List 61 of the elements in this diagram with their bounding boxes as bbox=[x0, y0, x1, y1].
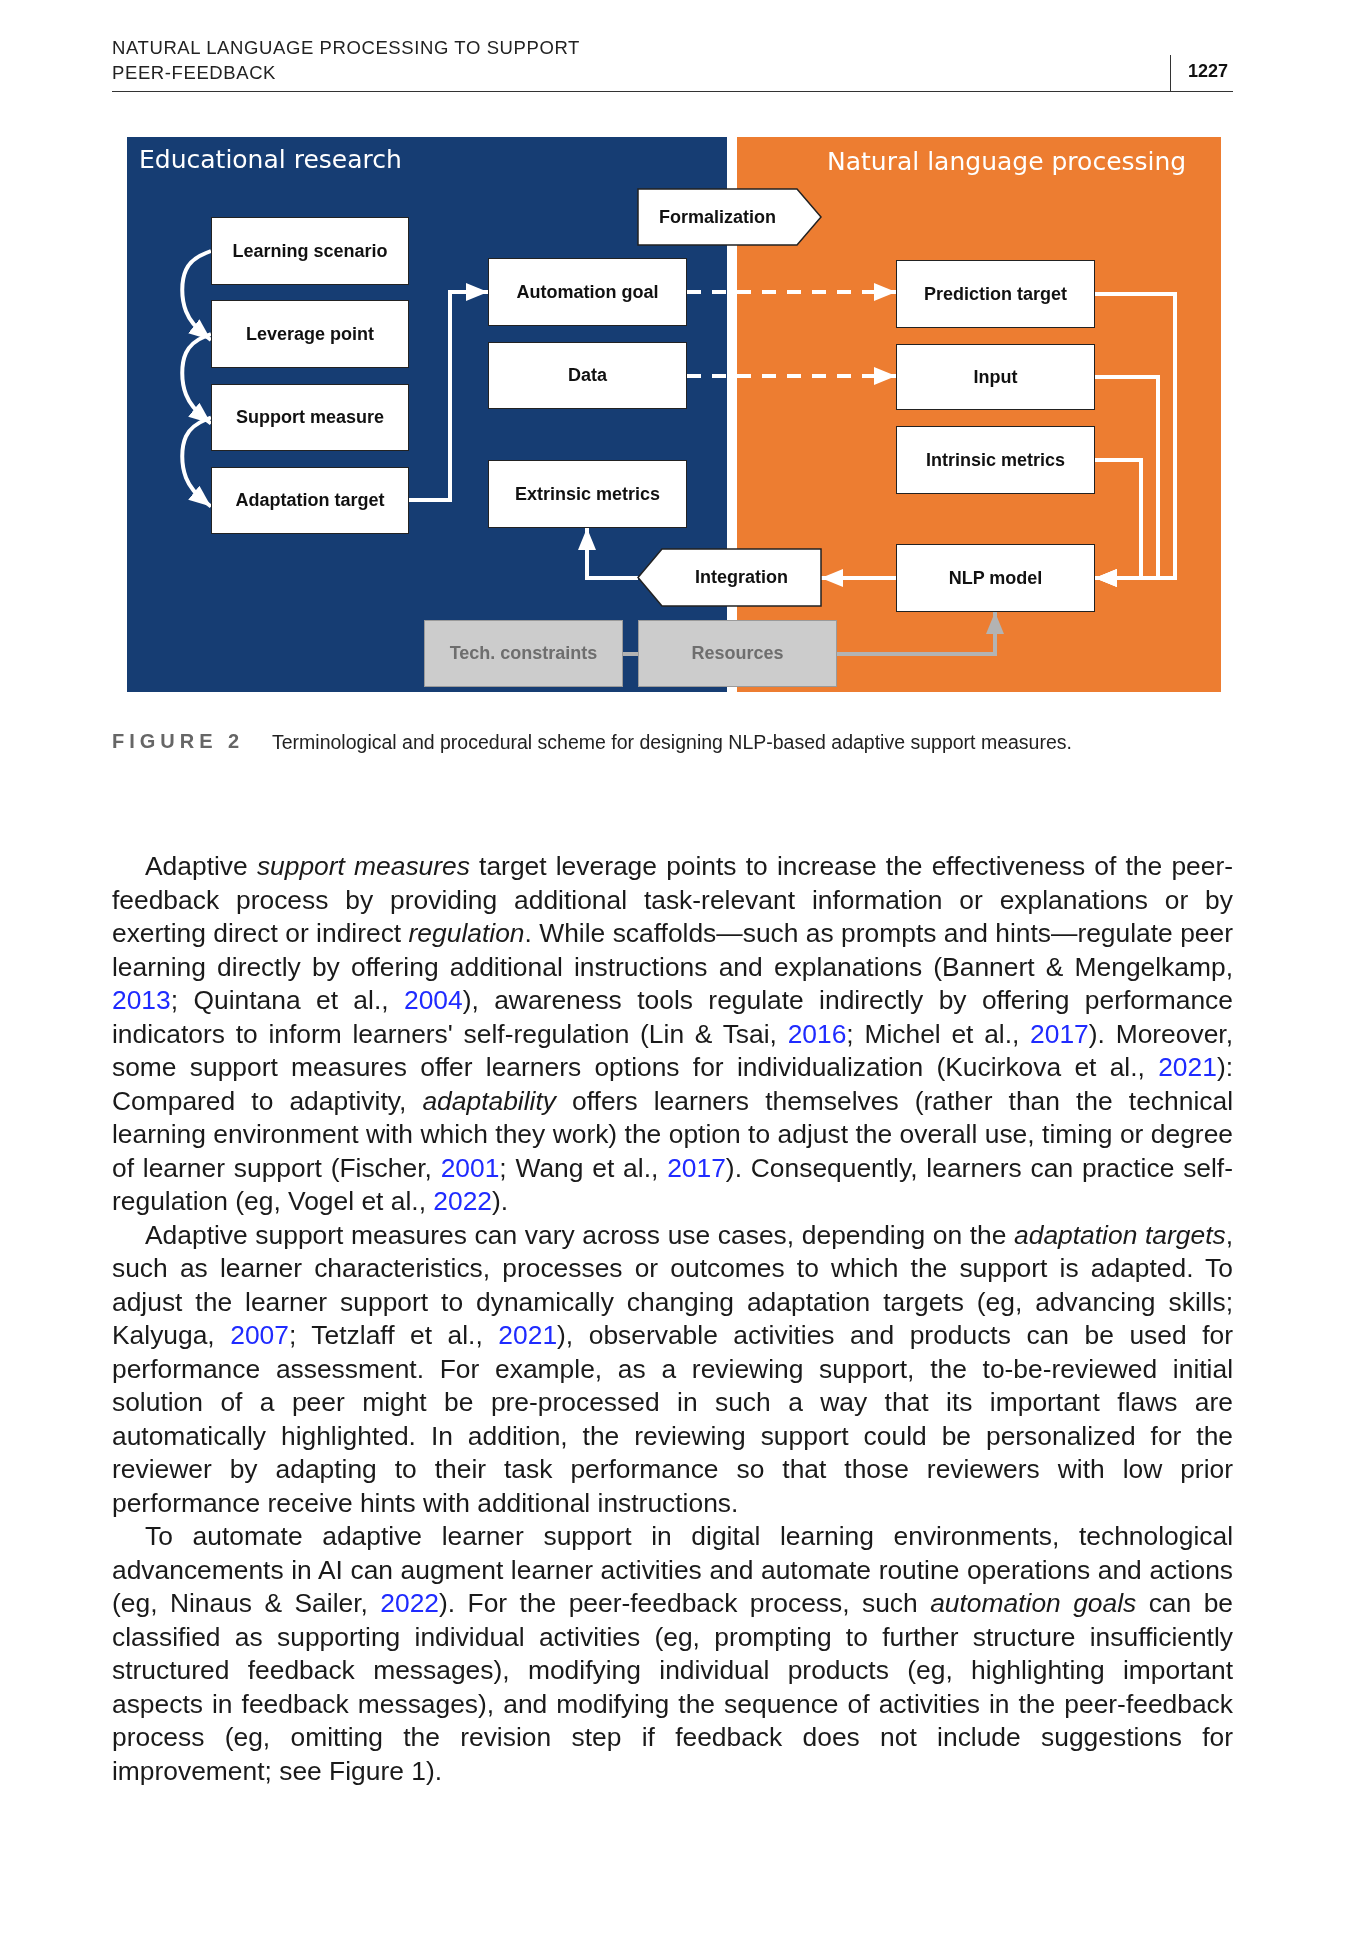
box-label: Integration bbox=[695, 567, 788, 588]
box-label: Support measure bbox=[235, 407, 384, 428]
box-label: Learning scenario bbox=[232, 240, 388, 262]
box-label: Prediction target bbox=[924, 283, 1067, 305]
box-label: Input bbox=[973, 366, 1018, 388]
box-label: Leverage point bbox=[246, 323, 374, 345]
arrow bbox=[180, 415, 213, 509]
citation-link: 2017 bbox=[1030, 1018, 1089, 1049]
body-paragraph: Adaptive support measures can vary across use cases, depending on the adaptation targets, such as learner characteristics, processes or outcomes to which the support is adapted. To adjust the learner support to dynamically changing adaptation targets (eg, advancing skills; Kalyuga, 2007; Tetzlaff et al., 2021), observable activities and products can be used for performance assessment. For example, as a reviewing support, the to-be-reviewed initial solution of a peer might be pre-processed in such a way that its important flaws are automatically highlighted. In addition, the reviewing support could be personalized for the reviewer by adapting to their task performance so that those reviewers with low prior performance receive hints with additional instructions. bbox=[112, 1218, 1233, 1520]
citation-link: 2013 bbox=[112, 985, 171, 1015]
box-label: NLP model bbox=[948, 567, 1043, 589]
citation-link: 2016 bbox=[787, 1018, 847, 1049]
box-label: Adaptation target bbox=[235, 490, 385, 511]
citation-link: 2021 bbox=[498, 1320, 558, 1350]
box-label: Intrinsic metrics bbox=[925, 449, 1066, 471]
process-box bbox=[488, 460, 687, 528]
body-paragraph: Adaptive support measures target leverage points to increase the effectiveness of the peer-feedback process by providing additional task-relevant information or explanations or by exerting direct or indirect regulation. While scaffolds—such as prompts and hints—regulate peer learning directly by offering additional instructions and explanations (Bannert & Mengelkamp, 2013; Quintana et al., 2004), awareness tools regulate indirectly by offering performance indicators to inform learners' self-regulation (Lin & Tsai, 2016; Michel et al., 2017). Moreover, some support measures offer learners options for individualization (Kucirkova et al., 2021): Compared to adaptivity, adaptability offers learners themselves (rather than the technical learning environment with which they work) the option to adjust the overall use, timing or degree of learner support (Fischer, 2001; Wang et al., 2017). Consequently, learners can practice self-regulation (eg, Vogel et al., 2022). bbox=[112, 850, 1233, 1218]
arrow bbox=[687, 367, 896, 385]
citation-link: 2004 bbox=[403, 985, 463, 1015]
citation-link: 2017 bbox=[667, 1152, 726, 1183]
arrow bbox=[180, 249, 213, 342]
connector-line bbox=[623, 652, 638, 656]
citation-link: 2021 bbox=[1158, 1052, 1217, 1082]
panel-title: Educational research bbox=[139, 145, 402, 174]
process-box bbox=[488, 258, 687, 326]
body-paragraph: To automate adaptive learner support in digital learning environments, technological advancements in AI can augment learner activities and automate routine operations and actions (eg, Ninaus & Sailer, 2022). For the peer-feedback process, such automation goals can be classified as supporting individual activities (eg, prompting to further structure insufficiently structured feedback messages), modifying individual products (eg, highlighting important aspects in feedback messages), and modifying the sequence of activities in the peer-feedback process (eg, omitting the revision step if feedback does not include suggestions for improvement; see Figure 1). bbox=[112, 1520, 1233, 1788]
arrow bbox=[821, 569, 896, 587]
panel-title: Natural language processing bbox=[827, 147, 1187, 176]
box-label: Extrinsic metrics bbox=[514, 483, 661, 505]
pentagon-arrow-box bbox=[638, 549, 821, 606]
page-number: 1227 bbox=[1188, 61, 1229, 82]
arrow bbox=[409, 283, 488, 502]
process-box bbox=[488, 342, 687, 409]
figure-label: FIGURE 2 bbox=[112, 730, 245, 753]
process-box bbox=[896, 260, 1095, 328]
arrow bbox=[180, 332, 213, 426]
citation-link: 2022 bbox=[433, 1186, 493, 1216]
constraint-box bbox=[424, 620, 623, 687]
box-label: Formalization bbox=[659, 206, 776, 228]
citation-link: 2022 bbox=[380, 1588, 439, 1618]
citation-link: 2001 bbox=[440, 1152, 500, 1183]
box-label: Automation goal bbox=[516, 281, 659, 303]
process-box bbox=[211, 300, 409, 368]
process-box bbox=[211, 217, 409, 285]
constraint-box bbox=[638, 620, 837, 687]
pentagon-arrow-box bbox=[638, 189, 821, 245]
process-box bbox=[896, 344, 1095, 410]
process-box bbox=[896, 426, 1095, 494]
process-box bbox=[211, 467, 409, 534]
box-label: Data bbox=[568, 365, 607, 386]
arrow bbox=[1095, 458, 1143, 587]
box-label: Tech. constraints bbox=[449, 643, 598, 664]
arrow bbox=[837, 612, 1004, 656]
figure-caption: Terminological and procedural scheme for designing NLP-based adaptive support measures. bbox=[272, 731, 1072, 754]
arrow bbox=[687, 283, 896, 301]
running-head: NATURAL LANGUAGE PROCESSING TO SUPPORT PEER-FEEDBACK bbox=[112, 36, 581, 85]
box-label: Resources bbox=[691, 643, 784, 664]
process-box bbox=[896, 544, 1095, 612]
citation-link: 2007 bbox=[230, 1320, 289, 1350]
arrow bbox=[578, 528, 638, 580]
process-box bbox=[211, 384, 409, 451]
